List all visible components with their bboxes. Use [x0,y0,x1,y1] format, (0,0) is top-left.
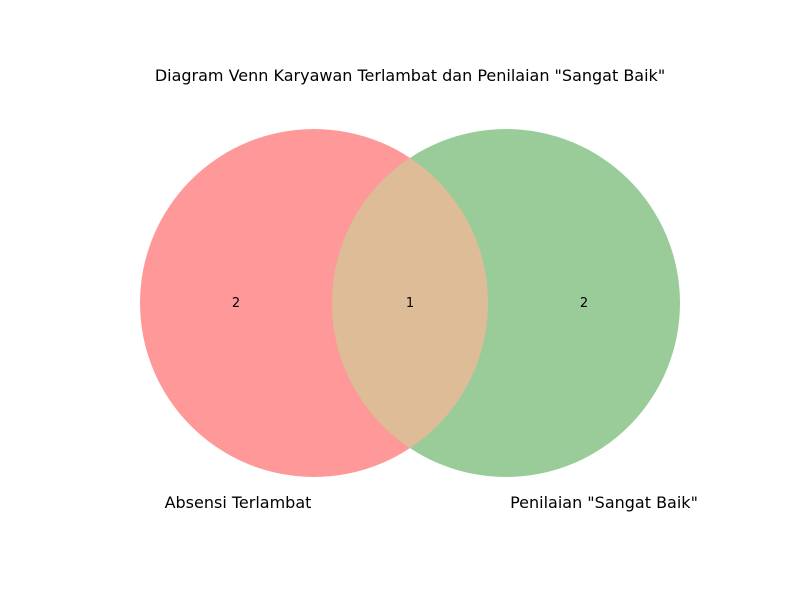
count-only-set-a: 2 [232,296,240,311]
set-b-label: Penilaian "Sangat Baik" [510,493,698,512]
set-a-label: Absensi Terlambat [165,493,312,512]
intersection-region [332,129,488,477]
count-only-set-b: 2 [580,296,588,311]
diagram-title: Diagram Venn Karyawan Terlambat dan Peni… [155,66,665,85]
count-intersection: 1 [406,296,414,311]
